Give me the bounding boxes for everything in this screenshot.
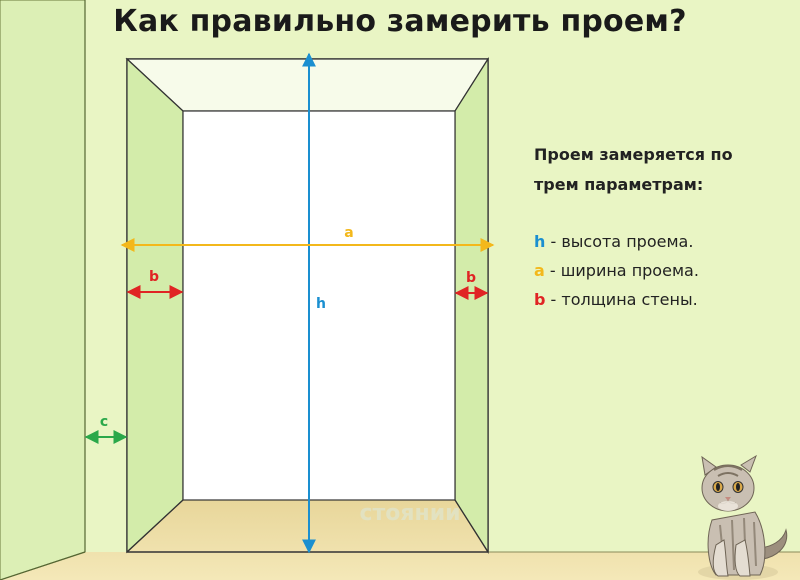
a-label: a [344, 225, 353, 241]
floor-edge-line [0, 551, 86, 580]
b-right-label: b [466, 270, 476, 286]
bottom-reveal-left [126, 499, 184, 553]
legend-item-a: a - ширина проема. [534, 256, 794, 285]
legend-heading-line1: Проем замеряется по [534, 145, 733, 164]
left-wall [0, 0, 86, 580]
h-label: h [316, 296, 326, 312]
bottom-reveal-right [454, 499, 489, 553]
floor [0, 500, 800, 580]
left-reveal [126, 57, 184, 554]
legend-heading-line2: трем параметрам: [534, 175, 704, 194]
legend-letter-b: b [534, 290, 546, 309]
legend-letter-a: a [534, 261, 545, 280]
page-title: Как правильно замерить проем? [113, 4, 687, 39]
legend-text-b: - толщина стены. [545, 290, 698, 309]
b-left-label: b [149, 269, 159, 285]
legend-panel: Проем замеряется по трем параметрам: h -… [534, 140, 794, 314]
right-reveal [454, 56, 489, 555]
opening-inner [182, 110, 456, 501]
cat-illustration [698, 454, 788, 580]
legend-letter-h: h [534, 232, 546, 251]
legend-text-h: - высота проема. [545, 232, 694, 251]
top-reveal [125, 58, 490, 112]
legend-text-a: - ширина проема. [544, 261, 699, 280]
legend-item-b: b - толщина стены. [534, 285, 794, 314]
legend-item-h: h - высота проема. [534, 227, 794, 256]
c-label: c [100, 414, 108, 430]
watermark: стоянии [359, 501, 460, 526]
